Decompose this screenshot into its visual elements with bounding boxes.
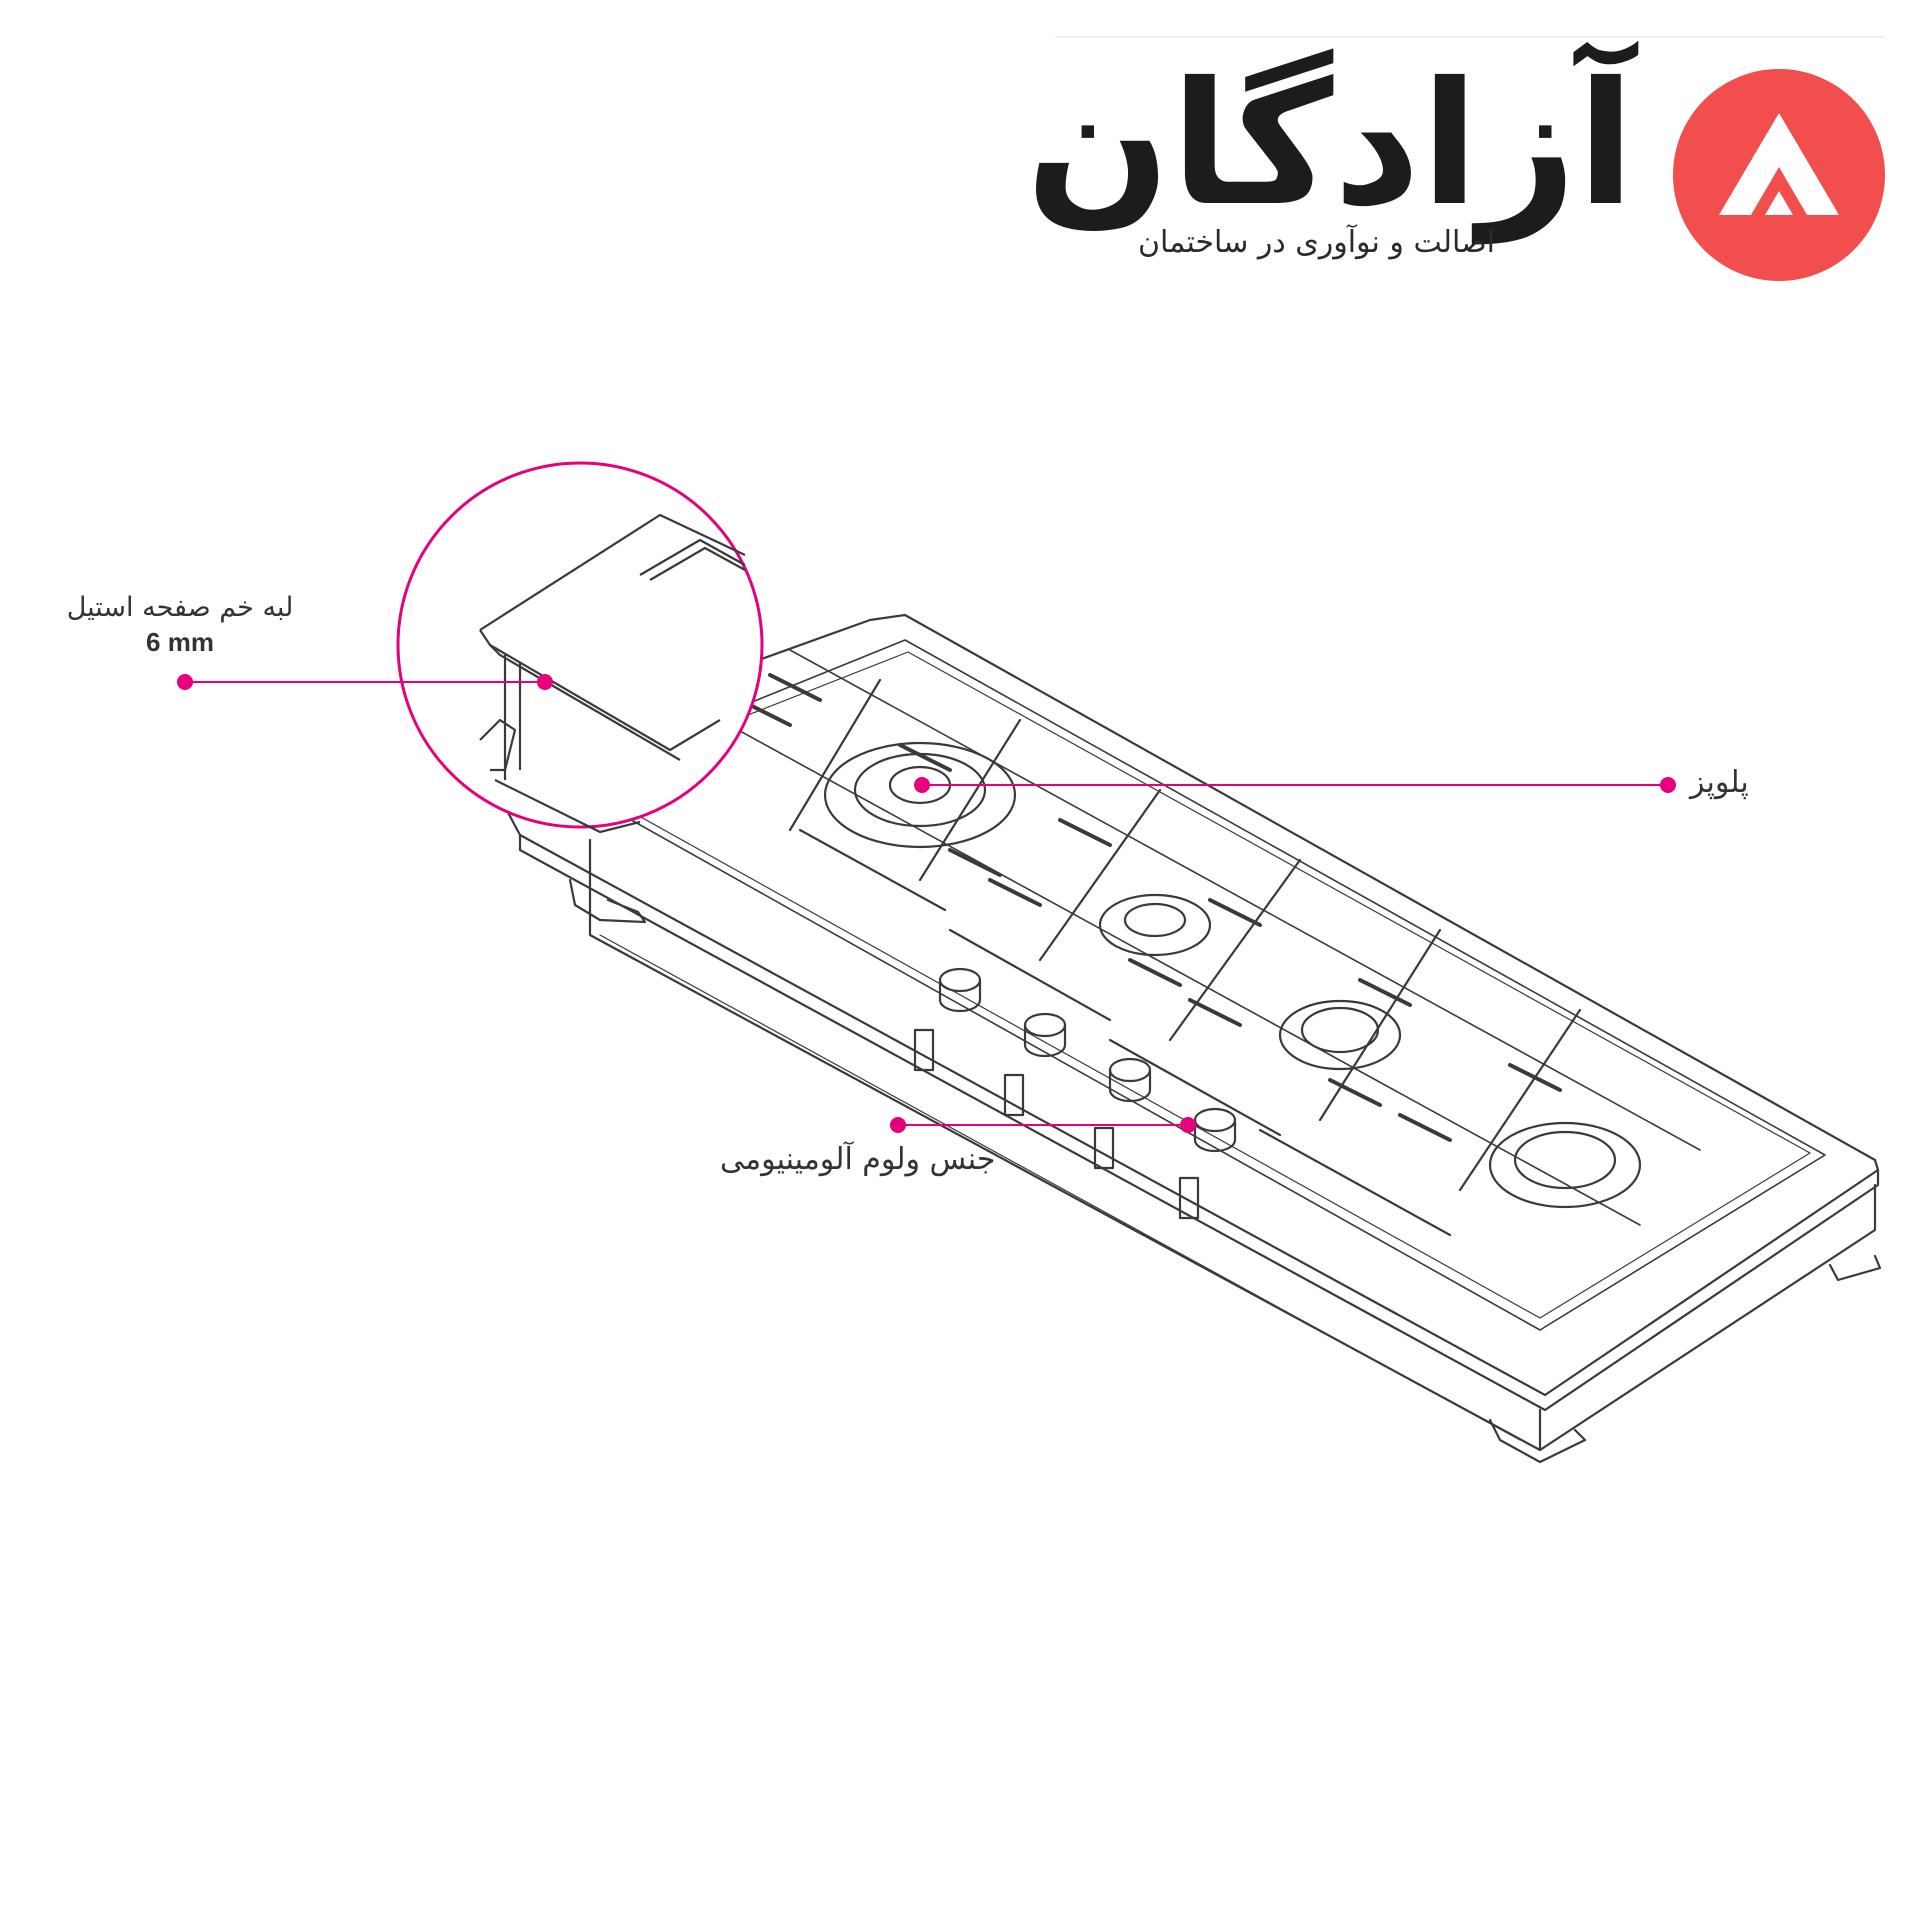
brand-logo: آزادگان اصالت و نوآوری در ساختمان xyxy=(1026,30,1895,281)
edge-callout-title: لبه خم صفحه استیل xyxy=(66,592,294,623)
burner-callout: پلوپز xyxy=(1690,765,1749,800)
knob-callout: جنس ولوم آلومینیومی xyxy=(720,1142,996,1177)
edge-callout-value: 6 mm xyxy=(146,627,214,657)
brand-name: آزادگان xyxy=(1025,46,1639,244)
logo-divider xyxy=(1055,36,1885,38)
brand-tagline: اصالت و نوآوری در ساختمان xyxy=(1137,225,1495,260)
edge-callout: لبه خم صفحه استیل 6 mm xyxy=(40,592,320,658)
triangle-a-icon xyxy=(1673,69,1885,281)
